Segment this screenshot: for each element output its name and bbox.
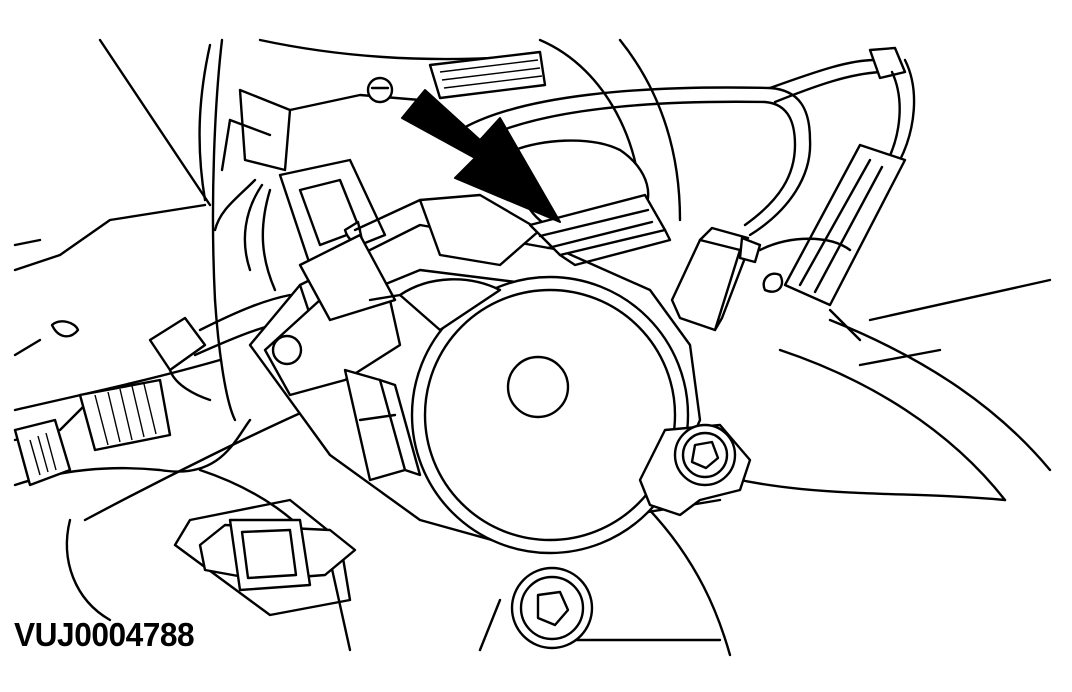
bolt-lower <box>366 76 594 650</box>
wire-harness <box>458 46 916 237</box>
label-plate <box>428 50 547 100</box>
figure-reference-code: VUJ0004788 <box>14 616 195 653</box>
retaining-clip <box>198 518 357 592</box>
right-connector <box>758 143 907 307</box>
pointer-arrow-icon <box>401 89 561 223</box>
bolt-upper <box>638 423 752 517</box>
trim-panel-lines <box>13 38 1052 657</box>
actuator-motor <box>248 193 702 555</box>
small-connector <box>670 226 762 332</box>
